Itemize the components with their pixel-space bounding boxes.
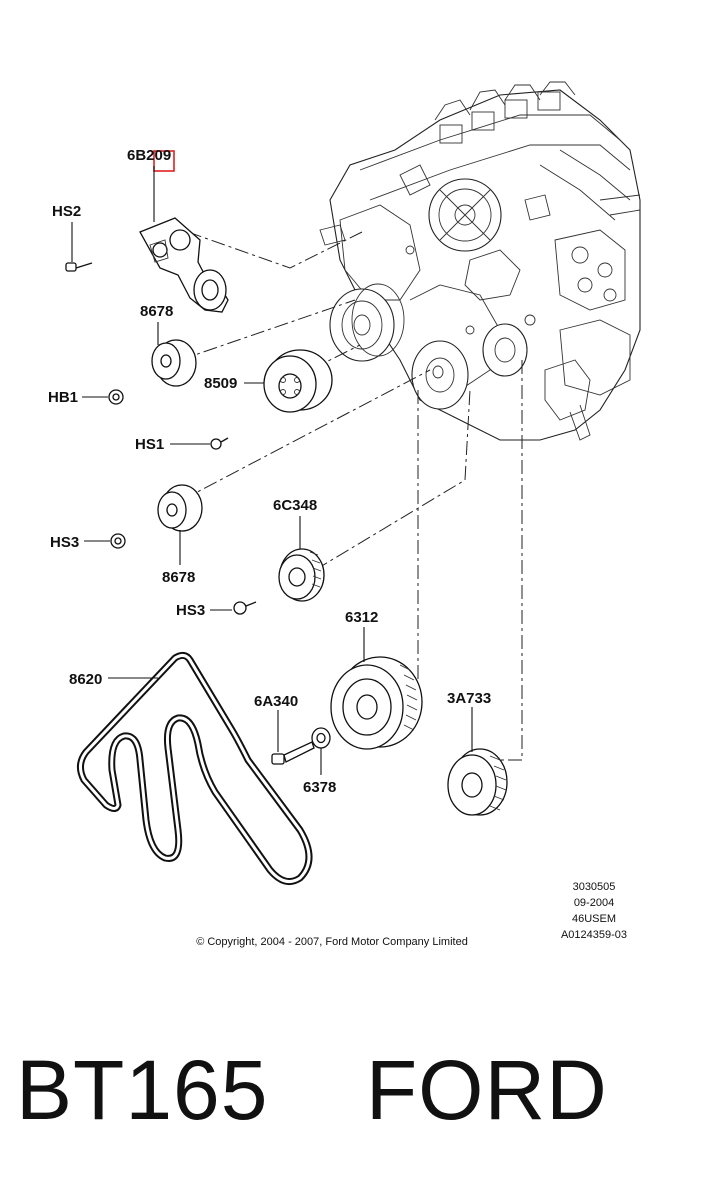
- bolt-6a340: [271, 710, 315, 765]
- tensioner-6b209: [139, 217, 229, 313]
- product-caption: BT165 FORD: [16, 1043, 608, 1137]
- label-6a340: 6A340: [254, 693, 298, 710]
- bolt-hs1: [170, 437, 229, 450]
- label-8678-lower: 8678: [162, 569, 195, 586]
- label-hs3-lower: HS3: [176, 602, 205, 619]
- highlight-box: [153, 150, 175, 172]
- bolt-hs2: [65, 222, 93, 272]
- label-6b209: 6B209: [127, 147, 171, 164]
- label-hs3-upper: HS3: [50, 534, 79, 551]
- label-6c348: 6C348: [273, 497, 317, 514]
- label-8620: 8620: [69, 671, 102, 688]
- copyright-notice: © Copyright, 2004 - 2007, Ford Motor Com…: [196, 936, 468, 948]
- info-block: 3030505 09-2004 46USEM A0124359-03: [561, 881, 627, 941]
- label-hs2: HS2: [52, 203, 81, 220]
- bolt-hs3-upper: [84, 533, 126, 549]
- washer-6378: [311, 727, 331, 775]
- info-line-4: A0124359-03: [561, 929, 627, 941]
- info-line-3: 46USEM: [572, 913, 616, 925]
- pulley-3a733: [447, 707, 508, 816]
- label-hb1: HB1: [48, 389, 78, 406]
- bolt-hs3-lower: [210, 601, 257, 615]
- engine-block: [319, 81, 641, 441]
- idler-pulley-8678-lower: [157, 484, 203, 565]
- label-8509: 8509: [204, 375, 237, 392]
- idler-pulley-8678-upper: [151, 322, 197, 387]
- part-labels: 6B209 HS2 8678 HB1 8509 HS1 HS3 8678 6C3…: [48, 147, 491, 796]
- label-hs1: HS1: [135, 436, 164, 453]
- label-3a733: 3A733: [447, 690, 491, 707]
- serpentine-belt-8620: [77, 651, 313, 886]
- pulley-6c348: [278, 516, 325, 602]
- info-line-1: 3030505: [573, 881, 616, 893]
- info-line-2: 09-2004: [574, 897, 614, 909]
- label-6378: 6378: [303, 779, 336, 796]
- label-6312: 6312: [345, 609, 378, 626]
- exploded-parts-diagram: 6B209 HS2 8678 HB1 8509 HS1 HS3 8678 6C3…: [48, 81, 641, 948]
- label-8678-upper: 8678: [140, 303, 173, 320]
- water-pump-pulley-8509: [244, 349, 333, 413]
- bolt-hb1: [82, 389, 124, 405]
- crankshaft-pulley-6312: [330, 627, 423, 750]
